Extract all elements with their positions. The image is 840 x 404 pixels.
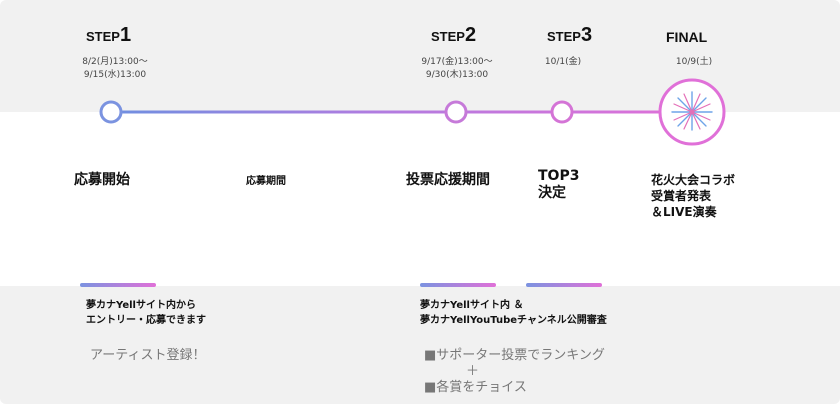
- top3-milestone: TOP3 決定: [538, 168, 579, 202]
- step3-title: STEP3: [547, 24, 592, 47]
- final-milestone: 花火大会コラボ 受賞者発表 ＆LIVE演奏: [651, 172, 735, 220]
- step1-date: 8/2(月)13:00〜 9/15(水)13:00: [70, 56, 160, 82]
- entry-period-label: 応募期間: [246, 176, 286, 187]
- supporter-vote-ranking-note: ■サポーター投票でランキング: [424, 348, 605, 363]
- step3-label: STEP: [547, 29, 581, 44]
- step2-label: STEP: [431, 29, 465, 44]
- details-band: [0, 286, 840, 404]
- step1-label: STEP: [86, 29, 120, 44]
- step3-date-start: 10/1(金): [544, 57, 582, 67]
- top3-label: TOP3: [538, 168, 580, 184]
- step1-title: STEP1: [86, 24, 131, 47]
- step2-number: 2: [464, 24, 477, 46]
- step2-date-end: 9/30(木)13:00: [425, 70, 489, 80]
- entry-description: 夢カナYellサイト内から エントリー・応募できます: [86, 298, 206, 328]
- step2-date: 9/17(金)13:00〜 9/30(木)13:00: [412, 56, 502, 82]
- live-performance-label: ＆LIVE演奏: [651, 205, 717, 219]
- final-title: FINAL: [666, 29, 708, 45]
- vote-period-label: 投票応援期間: [406, 172, 490, 188]
- step1-date-start: 8/2(月)13:00〜: [82, 57, 148, 67]
- top3-accent-bar: [526, 283, 602, 287]
- fireworks-collab-label: 花火大会コラボ: [651, 173, 736, 187]
- entry-description-line1: 夢カナYellサイト内から: [86, 300, 196, 311]
- top3-decision-label: 決定: [538, 185, 566, 201]
- step2-date-start: 9/17(金)13:00〜: [421, 57, 493, 67]
- vote-description-line1: 夢カナYellサイト内 ＆: [420, 300, 524, 311]
- award-choice-note: ■各賞をチョイス: [424, 380, 527, 395]
- plus-sign: ＋: [466, 364, 480, 379]
- step2-title: STEP2: [431, 24, 476, 47]
- step3-number: 3: [580, 24, 593, 46]
- artist-registration-note: アーティスト登録！: [90, 348, 206, 363]
- winner-announcement-label: 受賞者発表: [651, 189, 712, 203]
- final-date: 10/9(土): [675, 57, 713, 67]
- vote-description-line2: 夢カナYellYouTubeチャンネル公開審査: [420, 315, 607, 326]
- entry-accent-bar: [80, 283, 156, 287]
- vote-accent-bar: [420, 283, 496, 287]
- step1-number: 1: [119, 24, 132, 46]
- step3-date: 10/1(金): [533, 56, 593, 69]
- vote-description: 夢カナYellサイト内 ＆ 夢カナYellYouTubeチャンネル公開審査: [420, 298, 607, 328]
- milestone-start: 応募開始: [74, 172, 130, 188]
- step1-date-end: 9/15(水)13:00: [83, 70, 147, 80]
- entry-description-line2: エントリー・応募できます: [86, 315, 206, 326]
